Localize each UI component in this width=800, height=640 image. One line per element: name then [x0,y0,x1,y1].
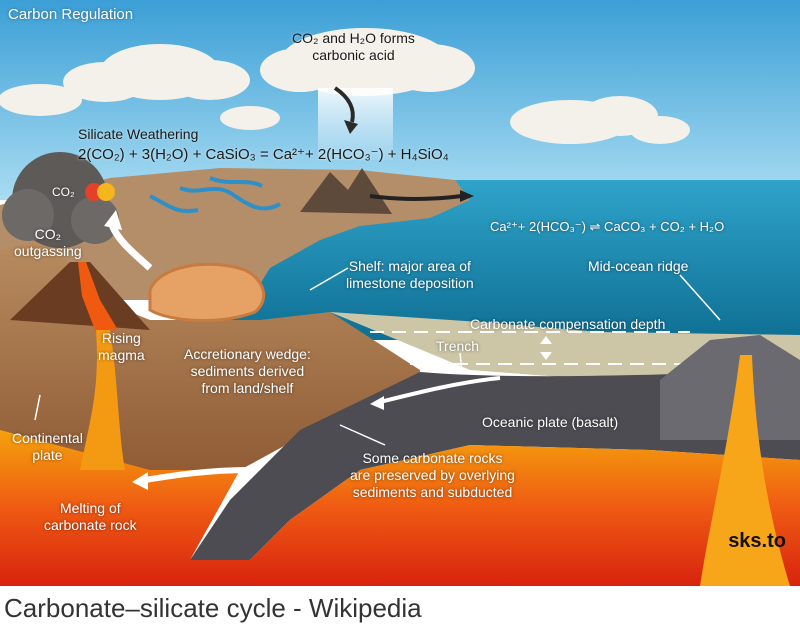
rivers [149,176,281,213]
volcano [10,262,150,330]
carbon-cycle-illustration [0,0,800,586]
ccd-double-arrow [540,336,552,344]
outgassing-arrow [108,223,153,271]
label-accretionary-wedge: Accretionary wedge: sediments derived fr… [184,346,311,396]
subduction-arrow [379,376,501,404]
diagram-title: Carbon Regulation [8,6,134,23]
ridge-leader [679,274,721,321]
cloud-left [0,44,250,116]
label-shelf: Shelf: major area of limestone depositio… [346,258,474,291]
label-co2-volcano: CO₂ [52,185,75,199]
trench-leader [459,352,463,373]
river-to-ocean-arrow [369,194,463,201]
image-caption[interactable]: Carbonate–silicate cycle - Wikipedia [4,593,422,623]
label-carbonic-acid: CO₂ and H₂O forms carbonic acid [292,30,415,63]
label-silicate-weathering: Silicate Weathering [78,126,199,142]
limestone-rubble [148,262,266,322]
label-preserved-rocks: Some carbonate rocks are preserved by ov… [350,450,515,500]
label-co2-outgassing: CO₂ outgassing [14,226,82,259]
continental-leader [34,394,41,421]
label-ocean-equation: Ca²⁺+ 2(HCO₃⁻) ⇌ CaCO₃ + CO₂ + H₂O [490,219,725,234]
label-continental-plate: Continental plate [12,430,83,463]
label-carbonate-depth: Carbonate compensation depth [470,316,666,332]
label-oceanic-plate: Oceanic plate (basalt) [482,414,619,430]
lava-flow [78,262,118,330]
label-rising-magma: Rising magma [98,330,145,363]
preserved-leader [339,424,386,446]
ridge-magma-plume [700,355,790,586]
label-mid-ocean-ridge: Mid-ocean ridge [588,258,689,274]
rising-magma-plume [80,330,125,470]
oceanic-plate [190,370,800,560]
mantle [0,430,800,586]
rain-arrow [333,86,355,123]
cloud-center [220,28,475,130]
melting-arrow [144,467,251,483]
diagram-frame: Carbon Regulation CO₂ and H₂O forms carb… [0,0,800,586]
mid-ocean-ridge [660,335,800,440]
label-trench: Trench [436,338,480,354]
cloud-right [510,96,690,144]
watermark-logo: sks.to [728,530,786,552]
label-melting: Melting of carbonate rock [44,500,137,533]
mountains [300,168,392,214]
label-weathering-equation: 2(CO₂) + 3(H₂O) + CaSiO₃ = Ca²⁺+ 2(HCO₃⁻… [78,146,449,163]
shelf-leader [309,267,349,291]
